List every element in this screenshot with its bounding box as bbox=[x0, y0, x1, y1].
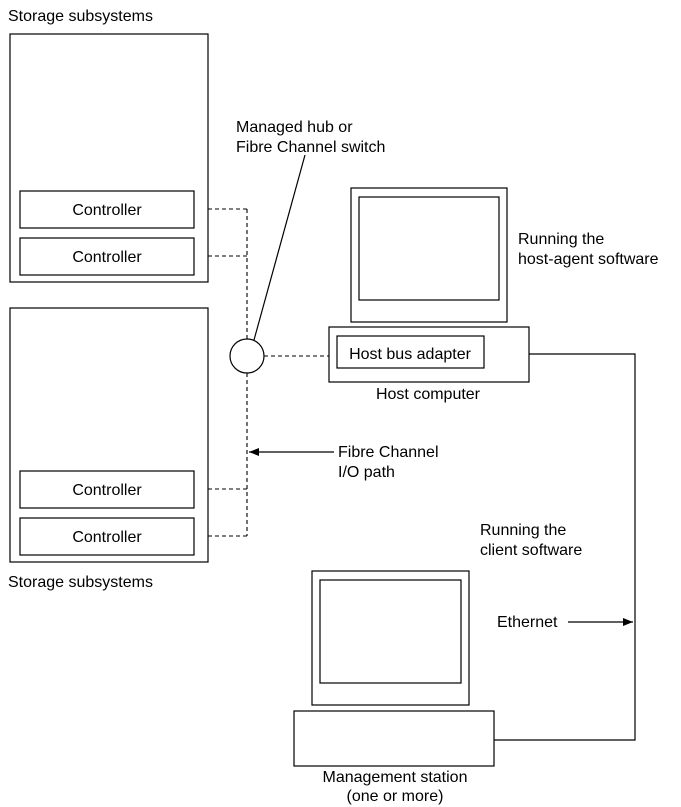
host-note-line1: Running the bbox=[518, 231, 604, 248]
controller-top-2: Controller bbox=[19, 237, 195, 276]
controller-label: Controller bbox=[72, 529, 142, 546]
storage-top-label: Storage subsystems bbox=[8, 8, 153, 25]
host-note-line2: host-agent software bbox=[518, 251, 659, 268]
management-caption-line1: Management station bbox=[323, 769, 468, 786]
client-note-line2: client software bbox=[480, 542, 582, 559]
host-monitor-screen bbox=[358, 196, 500, 301]
ethernet-label: Ethernet bbox=[497, 614, 558, 631]
host-bus-adapter-label: Host bus adapter bbox=[349, 346, 472, 363]
controller-bottom-2: Controller bbox=[19, 517, 195, 556]
fc-path-label-line1: Fibre Channel bbox=[338, 444, 439, 461]
host-computer-caption: Host computer bbox=[376, 386, 481, 403]
storage-bottom-label: Storage subsystems bbox=[8, 574, 153, 591]
host-bus-adapter bbox=[336, 335, 485, 369]
controller-box bbox=[19, 190, 195, 229]
hub-callout-line bbox=[253, 154, 306, 341]
ethernet-line bbox=[494, 353, 636, 741]
controller-box bbox=[19, 470, 195, 509]
controller-box bbox=[19, 237, 195, 276]
controller-bottom-1: Controller bbox=[19, 470, 195, 509]
fibre-channel-connections bbox=[208, 208, 329, 537]
controller-top-1: Controller bbox=[19, 190, 195, 229]
fc-path-label-line2: I/O path bbox=[338, 464, 395, 481]
management-monitor bbox=[311, 570, 470, 706]
controller-label: Controller bbox=[72, 249, 142, 266]
controller-box bbox=[19, 517, 195, 556]
hub-label-line2: Fibre Channel switch bbox=[236, 139, 385, 156]
controller-label: Controller bbox=[72, 482, 142, 499]
managed-hub bbox=[229, 338, 265, 374]
client-note-line1: Running the bbox=[480, 522, 566, 539]
controller-label: Controller bbox=[72, 202, 142, 219]
management-caption-line2: (one or more) bbox=[347, 788, 444, 805]
management-monitor-screen bbox=[319, 579, 462, 684]
host-monitor bbox=[350, 187, 508, 323]
hub-label-line1: Managed hub or bbox=[236, 119, 353, 136]
management-station bbox=[293, 710, 495, 767]
